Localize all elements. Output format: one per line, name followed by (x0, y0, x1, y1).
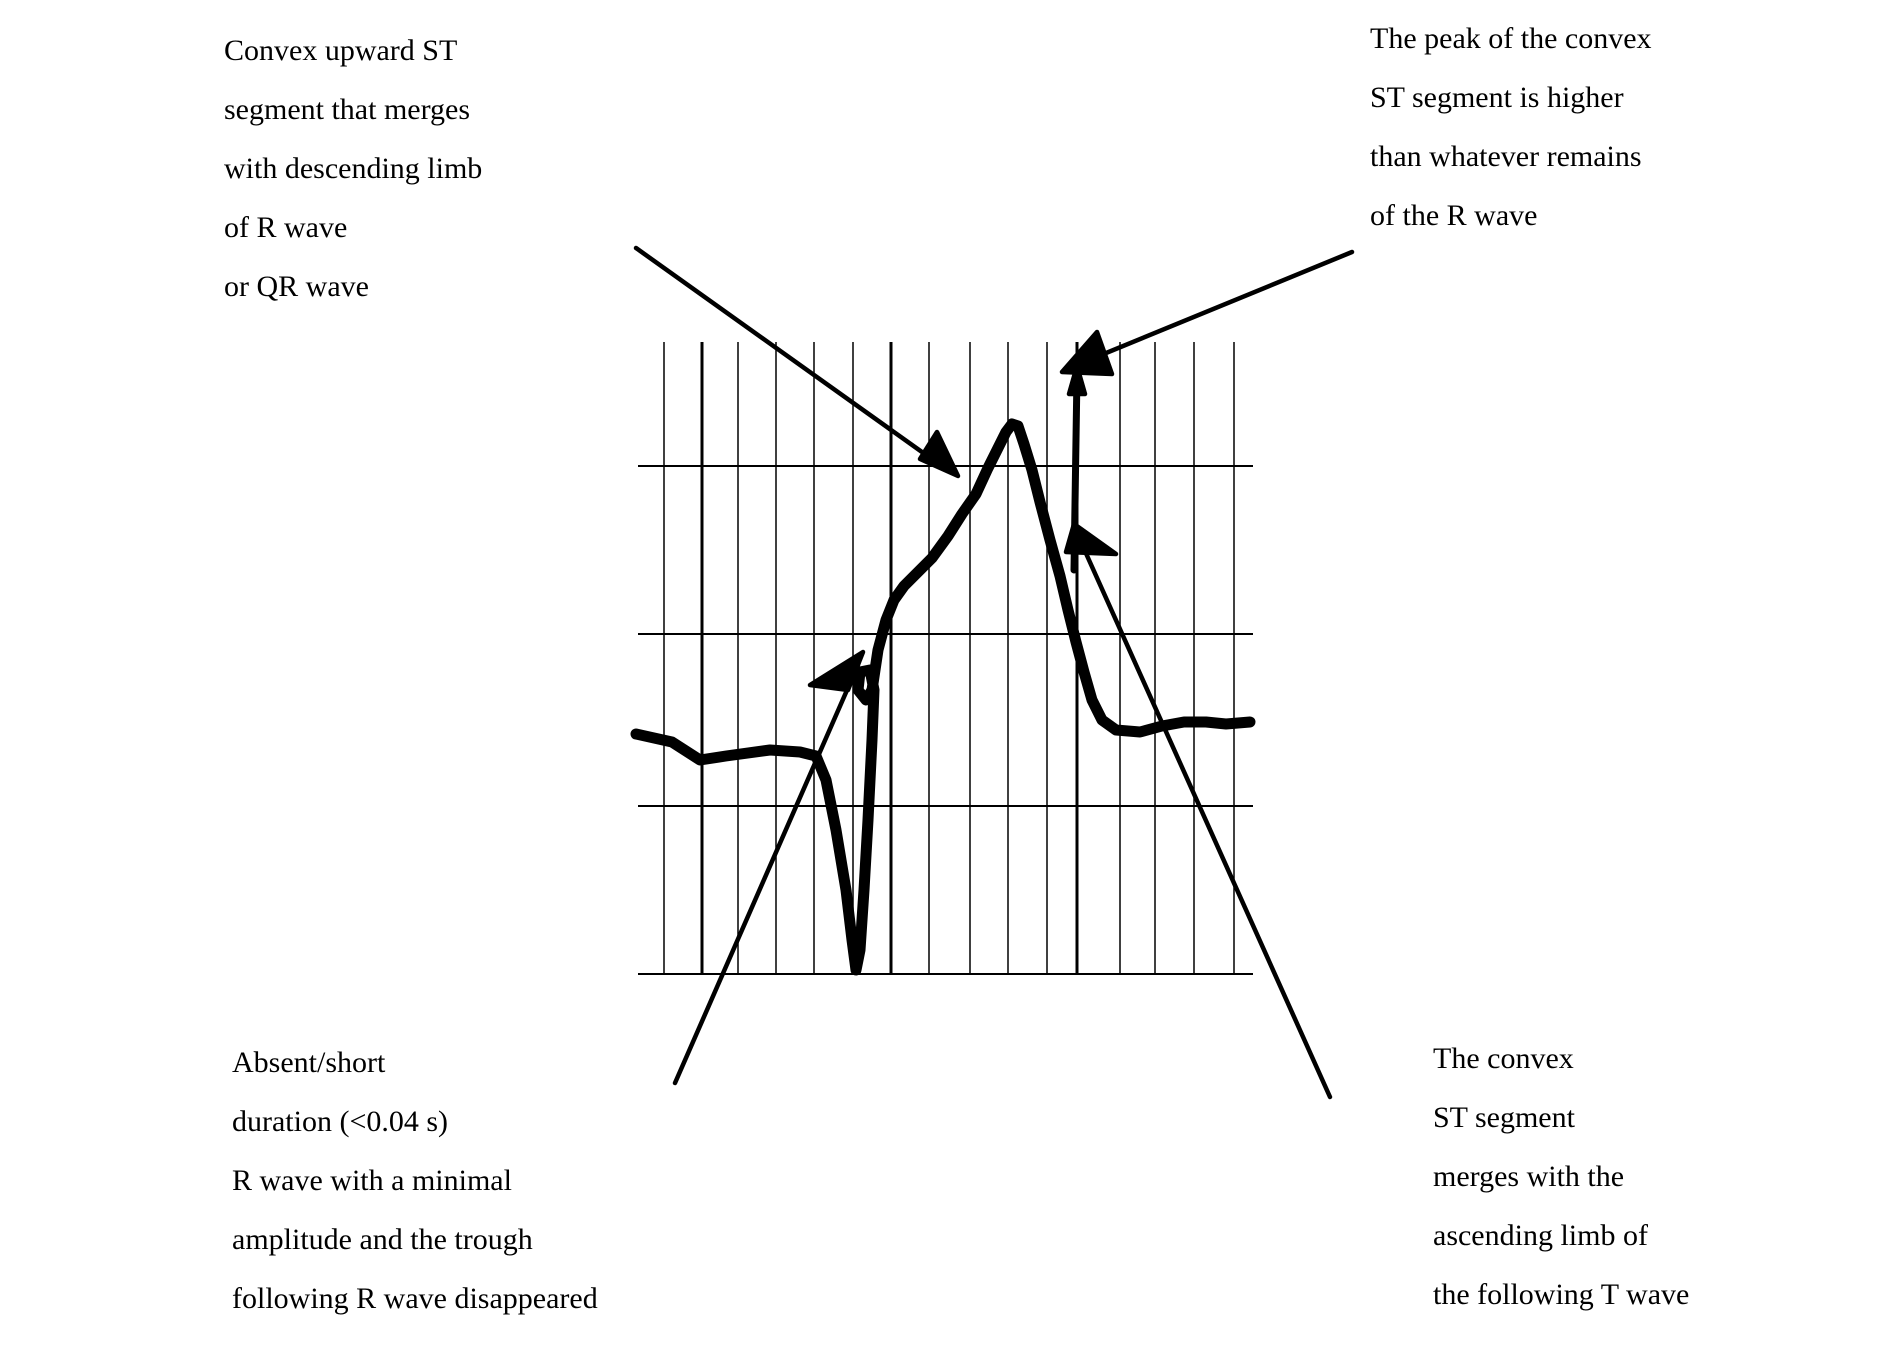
annotation-line: segment that merges (224, 93, 471, 126)
arrow-shaft (1069, 249, 1355, 370)
annotation-peak-higher-than-r: The peak of the convex ST segment is hig… (1370, 9, 1652, 245)
annotation-line: The convex (1433, 1042, 1574, 1075)
arrow-head (1059, 329, 1115, 377)
annotation-line: ST segment (1433, 1101, 1575, 1134)
arrow-merges-t-wave (1077, 537, 1333, 1100)
arrow-shaft (633, 245, 953, 475)
annotation-line: merges with the (1433, 1160, 1625, 1193)
pointer-arrows (633, 245, 1355, 1100)
grid-vertical-lines (663, 342, 1235, 974)
grid-horizontal-lines (638, 465, 1253, 975)
arrow-shaft (1077, 537, 1333, 1100)
annotation-line: ascending limb of (1433, 1219, 1648, 1252)
annotation-line: than whatever remains (1370, 140, 1642, 173)
bracket-head-top (1066, 363, 1088, 397)
annotation-line: ST segment is higher (1370, 81, 1624, 114)
annotation-line: or QR wave (224, 270, 369, 303)
arrow-shaft (672, 662, 861, 1086)
annotation-line: the following T wave (1433, 1278, 1690, 1311)
arrow-head (917, 429, 961, 479)
annotation-line: amplitude and the trough (232, 1223, 533, 1256)
annotation-line: following R wave disappeared (232, 1282, 598, 1315)
annotation-line: The peak of the convex (1370, 22, 1652, 55)
annotation-line: R wave with a minimal (232, 1164, 512, 1197)
ecg-trace (630, 418, 1256, 976)
annotation-line: of R wave (224, 211, 348, 244)
ecg-grid (638, 342, 1253, 975)
arrow-peak-higher (1059, 249, 1355, 574)
annotation-line: Absent/short (232, 1046, 386, 1079)
annotation-line: of the R wave (1370, 199, 1538, 232)
annotation-convex-st-descending-r: Convex upward ST segment that merges wit… (224, 21, 482, 316)
annotation-merges-with-t-wave: The convex ST segment merges with the as… (1433, 1029, 1689, 1324)
annotation-absent-short-r-wave: Absent/short duration (<0.04 s) R wave w… (232, 1033, 598, 1328)
arrow-convex-st-descending-r (633, 245, 961, 479)
bracket-head-bottom (1063, 521, 1119, 557)
annotation-line: duration (<0.04 s) (232, 1105, 449, 1138)
annotation-line: with descending limb (224, 152, 483, 185)
annotation-line: Convex upward ST (224, 34, 458, 67)
